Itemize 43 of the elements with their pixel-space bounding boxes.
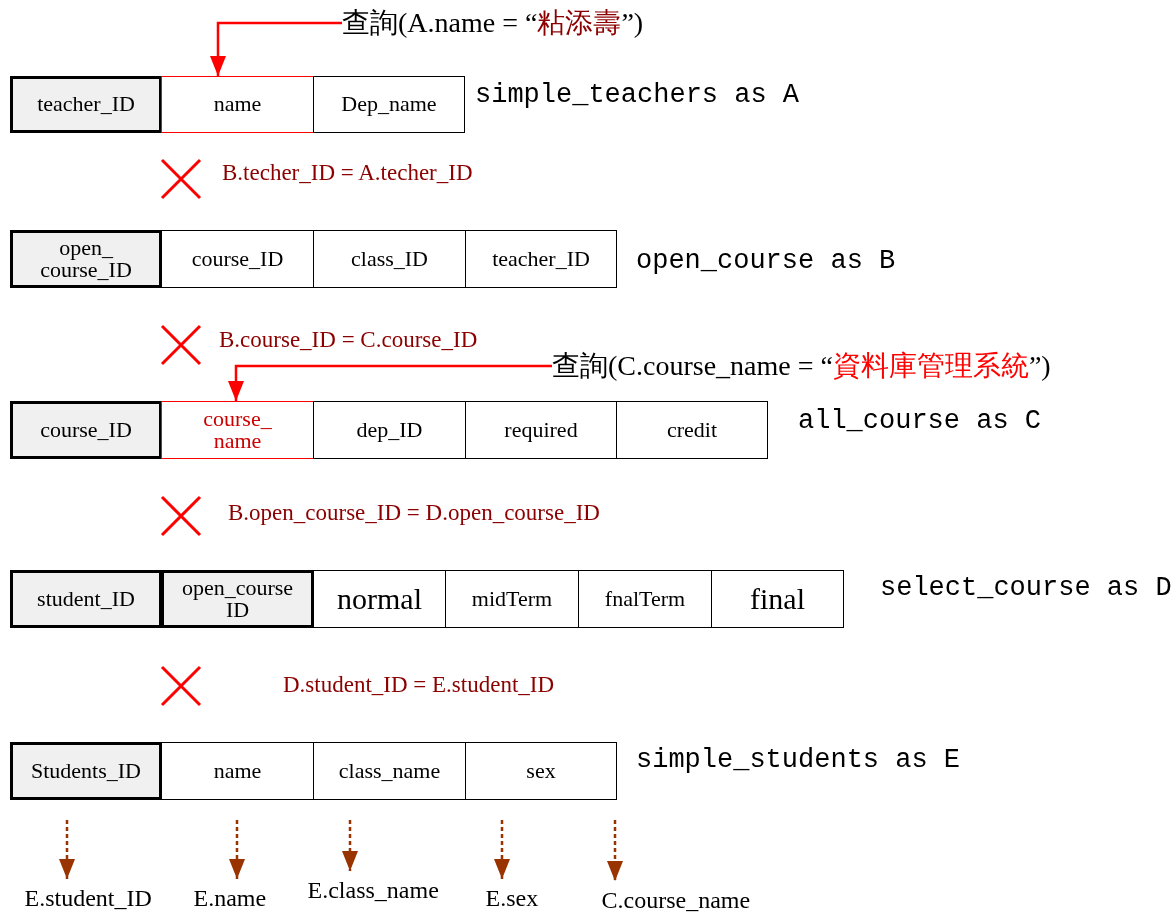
field-cell: class_ID <box>313 230 466 288</box>
output-column-label: E.class_name <box>307 877 439 904</box>
join-condition-label: B.techer_ID = A.techer_ID <box>222 160 473 186</box>
key-field-cell: teacher_ID <box>10 76 162 133</box>
table-alias-label: open_course as B <box>636 246 896 276</box>
key-field-cell: Students_ID <box>10 742 162 800</box>
field-cell: teacher_ID <box>465 230 617 288</box>
output-column-label: E.sex <box>485 885 539 912</box>
output-column-label: C.course_name <box>601 887 751 914</box>
arrow <box>342 820 358 871</box>
key-field-cell: student_ID <box>10 570 162 628</box>
arrow <box>229 820 245 879</box>
key-field-cell: course_ID <box>10 401 162 459</box>
field-cell: credit <box>616 401 768 459</box>
arrow <box>607 820 623 881</box>
output-column-label: E.student_ID <box>24 885 152 912</box>
arrow <box>228 364 552 401</box>
field-cell: class_name <box>313 742 466 800</box>
arrow <box>59 820 75 879</box>
join-condition-label: B.open_course_ID = D.open_course_ID <box>228 500 600 526</box>
key-field-cell: open_course ID <box>161 570 314 628</box>
field-cell: normal <box>313 570 446 628</box>
field-cell: Dep_name <box>313 76 465 133</box>
output-column-label: E.name <box>193 885 267 912</box>
join-condition-label: B.course_ID = C.course_ID <box>219 327 478 353</box>
field-cell: name <box>161 742 314 800</box>
field-cell: required <box>465 401 617 459</box>
field-cell: final <box>711 570 844 628</box>
table-alias-label: all_course as C <box>798 406 1042 436</box>
table-alias-label: select_course as D <box>880 573 1172 603</box>
selected-field-cell: name <box>161 76 314 133</box>
field-cell: fnalTerm <box>578 570 712 628</box>
join-condition-label: D.student_ID = E.student_ID <box>283 672 555 698</box>
field-cell: course_ID <box>161 230 314 288</box>
selected-field-cell: course_ name <box>161 401 314 459</box>
arrow <box>210 21 342 76</box>
field-cell: sex <box>465 742 617 800</box>
query-label: 查詢(C.course_name = “資料庫管理系統”) <box>552 347 1051 385</box>
query-label: 查詢(A.name = “粘添壽”) <box>342 4 644 42</box>
field-cell: midTerm <box>445 570 579 628</box>
field-cell: dep_ID <box>313 401 466 459</box>
key-field-cell: open_ course_ID <box>10 230 162 288</box>
arrow <box>494 820 510 879</box>
